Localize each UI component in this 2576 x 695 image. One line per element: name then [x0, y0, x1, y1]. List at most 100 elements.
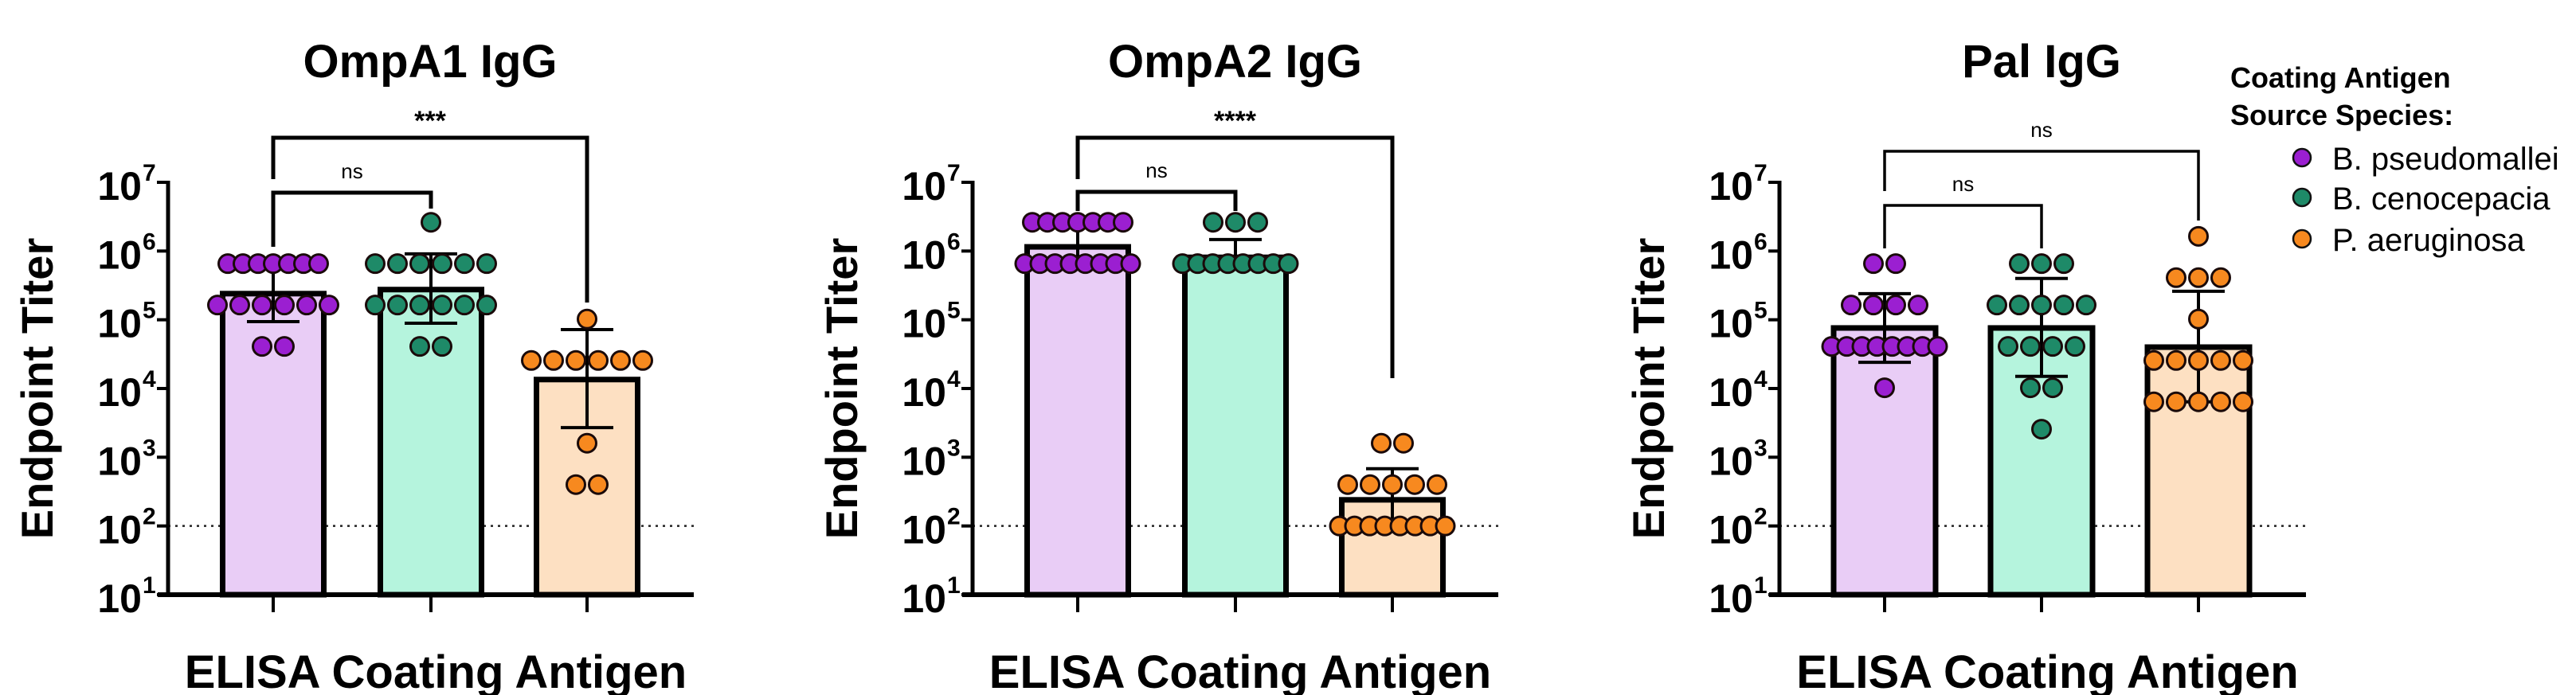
data-point [319, 295, 339, 316]
y-tick-exponent: 6 [143, 228, 156, 255]
data-point [432, 253, 452, 275]
significance-label: *** [414, 106, 446, 136]
legend-item-b-pseudomallei: B. pseudomallei [2292, 142, 2559, 177]
chart-title: Pal IgG [1962, 36, 2121, 88]
data-point [274, 295, 295, 316]
data-point [2143, 349, 2164, 371]
data-point [1927, 336, 1948, 357]
y-tick-exponent: 1 [1754, 572, 1768, 599]
y-tick-exponent: 4 [1754, 366, 1768, 392]
data-point [2188, 349, 2209, 371]
data-point [2233, 391, 2253, 412]
legend-marker-icon [2292, 228, 2312, 249]
data-point [252, 295, 272, 316]
significance-bracket [1075, 189, 1238, 211]
significance-label: ns [1145, 158, 1167, 182]
data-point [1874, 377, 1895, 399]
y-tick-exponent: 5 [143, 298, 156, 324]
data-point [2233, 349, 2253, 371]
y-tick-label: 10 [97, 439, 142, 483]
y-tick-label: 10 [97, 232, 142, 277]
y-tick-exponent: 3 [1754, 435, 1768, 461]
y-tick-label: 10 [1709, 439, 1753, 483]
y-tick-exponent: 2 [143, 504, 156, 530]
significance-label: ns [341, 159, 362, 183]
legend-marker-icon [2292, 187, 2312, 208]
data-point [1371, 432, 1392, 454]
data-point [2053, 253, 2074, 275]
data-point [409, 253, 430, 275]
significance-bracket [1883, 204, 2043, 248]
legend: Coating Antigen Source Species: B. pseud… [2230, 61, 2559, 258]
data-point [409, 336, 430, 357]
data-point [308, 253, 329, 275]
y-tick-label: 10 [1709, 576, 1753, 621]
y-tick-label: 10 [1709, 302, 1753, 346]
data-point [387, 253, 408, 275]
legend-title-line1: Coating Antigen [2230, 61, 2451, 94]
data-point [566, 474, 586, 495]
y-tick-label: 10 [97, 302, 142, 346]
data-point [2188, 225, 2209, 247]
legend-label: P. aeruginosa [2332, 223, 2525, 258]
data-point [454, 295, 475, 316]
y-tick-exponent: 3 [947, 435, 961, 461]
significance-bracket [1075, 135, 1395, 378]
y-tick-label: 10 [902, 302, 946, 346]
data-point [1998, 336, 2018, 357]
data-point [1382, 474, 1403, 495]
y-axis-label: Endpoint Titer [12, 238, 62, 540]
data-point [1337, 474, 1358, 495]
data-point [1360, 474, 1380, 495]
data-point [296, 295, 317, 316]
y-tick-label: 10 [97, 164, 142, 209]
legend-item-p-aeruginosa: P. aeruginosa [2292, 223, 2525, 258]
data-point [521, 349, 542, 371]
data-point [1113, 212, 1133, 233]
y-tick-label: 10 [1709, 370, 1753, 415]
data-point [1885, 253, 1906, 275]
data-point [1987, 295, 2007, 316]
bar-b-pseudomallei [1024, 244, 1131, 598]
data-point [1278, 253, 1299, 275]
significance-label: **** [1214, 106, 1257, 136]
y-tick-exponent: 6 [947, 228, 961, 255]
data-point [566, 349, 586, 371]
bar-p-aeruginosa [2144, 344, 2253, 598]
y-tick-exponent: 4 [947, 366, 961, 392]
data-point [2210, 267, 2231, 288]
chart-title: OmpA2 IgG [1108, 36, 1362, 88]
data-point [588, 474, 609, 495]
y-tick-label: 10 [97, 370, 142, 415]
data-point [409, 295, 430, 316]
data-point [2042, 336, 2063, 357]
data-point [1427, 474, 1447, 495]
data-point [2031, 295, 2052, 316]
data-point [2020, 336, 2041, 357]
data-point [543, 349, 564, 371]
y-tick-label: 10 [902, 232, 946, 277]
data-point [1435, 515, 1456, 537]
data-point [432, 336, 452, 357]
data-point [1908, 295, 1928, 316]
data-point [1404, 474, 1425, 495]
y-tick-exponent: 7 [143, 160, 156, 186]
data-point [252, 336, 272, 357]
x-axis-label: ELISA Coating Antigen [185, 646, 687, 695]
bar-b-pseudomallei [1830, 325, 1939, 598]
data-point [2143, 391, 2164, 412]
data-point [476, 253, 497, 275]
y-tick-label: 10 [902, 508, 946, 552]
y-tick-exponent: 3 [143, 435, 156, 461]
y-axis-label: Endpoint Titer [1623, 238, 1674, 540]
data-point [1841, 295, 1862, 316]
bar-b-cenocepacia [1182, 254, 1289, 598]
data-point [2188, 308, 2209, 330]
data-point [454, 253, 475, 275]
y-tick-label: 10 [1709, 232, 1753, 277]
data-point [1393, 432, 1414, 454]
